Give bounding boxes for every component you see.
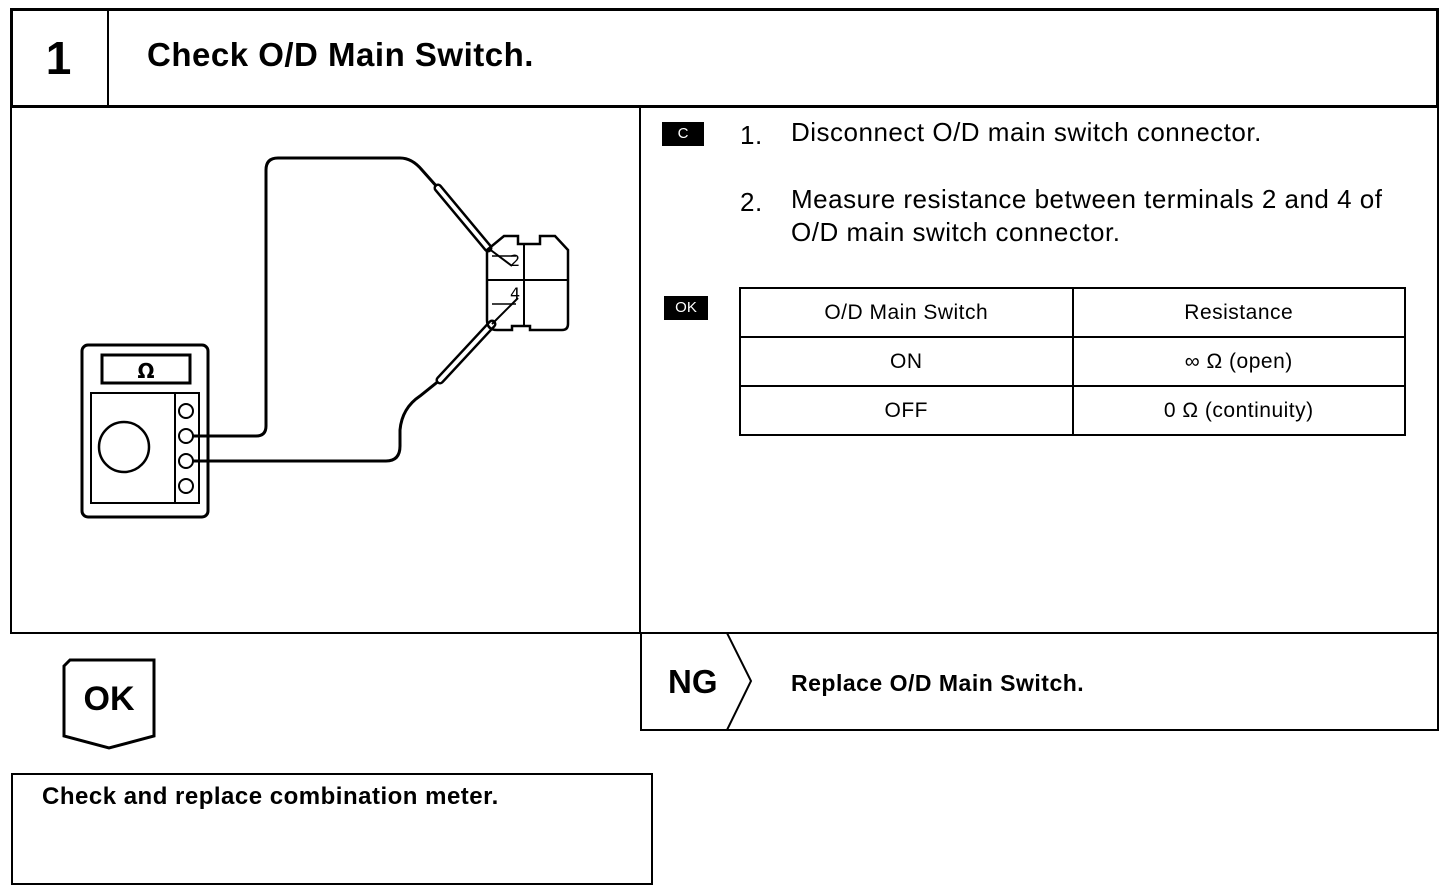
ok-result-box — [11, 773, 653, 885]
meter-display — [100, 353, 192, 385]
meter-jack — [178, 453, 194, 469]
ok-action-text: Check and replace combination meter. — [42, 783, 499, 810]
table-cell: 0 Ω (continuity) — [1071, 385, 1406, 436]
test-lead-upper — [193, 156, 440, 438]
ng-action-text: Replace O/D Main Switch. — [791, 670, 1085, 696]
terminal-label-2: 2 — [510, 251, 520, 270]
ng-arrow — [726, 633, 753, 730]
meter-panel — [90, 392, 200, 504]
ok-label: OK — [83, 680, 135, 718]
instruction-text: Disconnect O/D main switch connector. — [791, 117, 1262, 147]
column-header: Resistance — [1071, 287, 1406, 338]
table-cell: ON — [739, 336, 1074, 387]
meter-symbol: Ω — [137, 359, 154, 383]
switch-connector — [485, 234, 570, 332]
panel-divider — [639, 106, 641, 634]
meter-jack — [178, 403, 194, 419]
column-header: O/D Main Switch — [739, 287, 1074, 338]
table-row: ON ∞ Ω (open) — [739, 336, 1406, 387]
table-cell: ∞ Ω (open) — [1071, 336, 1406, 387]
ok-spec-badge: OK — [664, 296, 708, 320]
instruction-text: Measure resistance between terminals 2 a… — [791, 184, 1383, 247]
step-number: 1 — [10, 8, 109, 108]
terminal-label-4: 4 — [510, 284, 520, 303]
step-header — [10, 8, 1439, 108]
ng-result-box — [640, 632, 1439, 731]
procedure-panel — [10, 105, 1439, 634]
resistance-spec-table: O/D Main Switch Resistance ON ∞ Ω (open)… — [739, 287, 1406, 436]
table-row: OFF 0 Ω (continuity) — [739, 385, 1406, 436]
check-badge: C — [662, 122, 704, 146]
table-cell: OFF — [739, 385, 1074, 436]
ohmmeter-diagram: Ω 2 4 — [80, 156, 570, 519]
ng-label: NG — [668, 663, 718, 700]
meter-jack — [178, 478, 194, 494]
meter-dial — [97, 420, 151, 474]
test-lead-lower — [193, 378, 441, 463]
instruction-number: 2. — [740, 187, 763, 217]
step-title: Check O/D Main Switch. — [147, 36, 534, 73]
ok-result-tag — [62, 658, 156, 750]
table-header-row: O/D Main Switch Resistance — [739, 287, 1406, 338]
ohmmeter-body — [80, 343, 210, 519]
meter-jack — [178, 428, 194, 444]
instruction-number: 1. — [740, 120, 763, 150]
